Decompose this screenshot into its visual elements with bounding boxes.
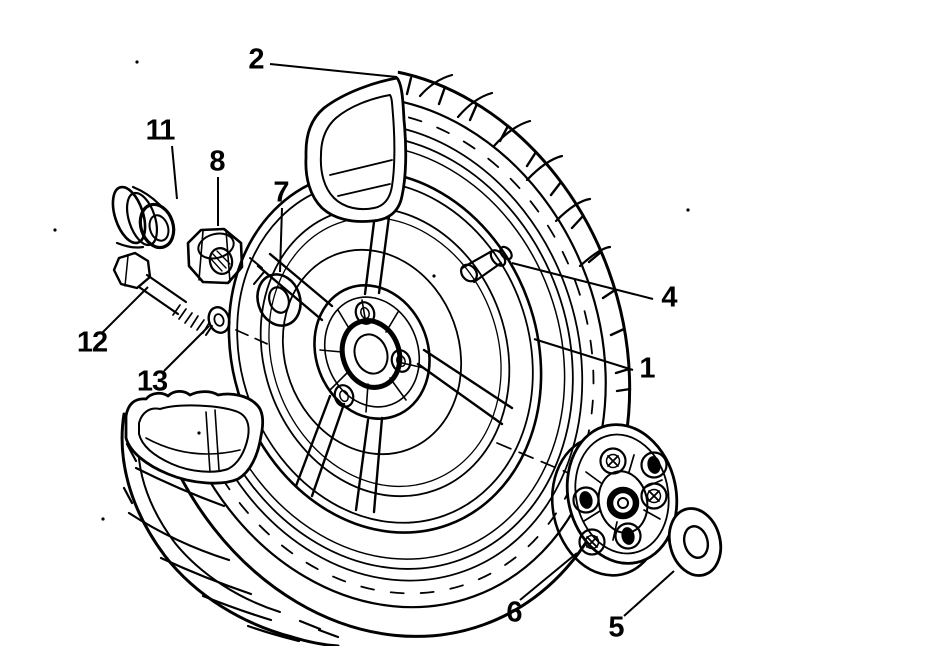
axle-center-line bbox=[235, 329, 273, 347]
leader-line-wheel-damper bbox=[519, 552, 578, 601]
bolt-threads bbox=[172, 304, 210, 334]
section-seen-through-rim bbox=[329, 159, 393, 197]
leader-line-washer-small bbox=[163, 325, 210, 372]
tire-lower-left-inner-edge bbox=[137, 427, 281, 613]
tread-grooves-upper bbox=[418, 73, 612, 268]
callout-side-collar: 11 bbox=[145, 114, 176, 147]
leader-line-valve-stem bbox=[511, 262, 654, 300]
tire-lower-left-edge bbox=[120, 412, 340, 646]
side-collar bbox=[111, 185, 176, 250]
callout-wheel-damper: 6 bbox=[506, 596, 522, 629]
hub-center-bore-inner bbox=[353, 333, 389, 375]
callout-washer-large: 7 bbox=[273, 176, 289, 209]
damper-holes bbox=[572, 451, 668, 550]
leader-line-washer-large bbox=[279, 207, 283, 273]
section-inner-wall bbox=[138, 404, 250, 473]
damper-center-bore bbox=[606, 486, 640, 520]
tire-section-lower bbox=[124, 389, 264, 485]
callout-valve-stem: 4 bbox=[661, 281, 677, 314]
leader-line-tire bbox=[269, 63, 398, 78]
callout-rear-wheel: 1 bbox=[639, 352, 655, 385]
leader-line-side-collar bbox=[171, 145, 178, 200]
washer-large bbox=[256, 273, 302, 327]
callout-tire: 2 bbox=[248, 43, 264, 76]
section-inner-wall bbox=[319, 94, 396, 211]
leader-line-rear-wheel bbox=[533, 338, 634, 371]
leader-lines bbox=[101, 63, 675, 617]
section-outline bbox=[124, 389, 264, 485]
callout-damper-washer: 5 bbox=[608, 611, 624, 644]
spokes bbox=[249, 183, 514, 514]
tire-section-upper bbox=[304, 76, 408, 223]
flange-bolt bbox=[112, 251, 213, 336]
section-seen-through-rim bbox=[145, 409, 241, 473]
hub bbox=[313, 283, 431, 421]
damper-screws bbox=[578, 447, 668, 556]
wheel-damper bbox=[550, 423, 679, 577]
hub-flange-inner bbox=[323, 296, 421, 408]
callout-washer-small: 13 bbox=[136, 365, 168, 398]
valve-stem bbox=[460, 245, 513, 284]
axle-center-line bbox=[496, 442, 579, 478]
print-speckles bbox=[53, 60, 690, 521]
damper-washer bbox=[667, 507, 723, 577]
hub-center-bore bbox=[339, 318, 403, 390]
washer-small bbox=[207, 306, 231, 334]
hub-flange bbox=[313, 283, 431, 421]
brake-drum bbox=[281, 248, 463, 456]
tread-grooves-lower bbox=[122, 442, 340, 643]
leader-line-flange-bolt bbox=[101, 286, 149, 334]
tread-tick-marks bbox=[405, 76, 632, 393]
callout-flange-bolt: 12 bbox=[76, 326, 108, 359]
leader-line-damper-washer bbox=[623, 570, 675, 617]
hub-bolt-holes bbox=[333, 301, 412, 408]
nut-thread-hatch bbox=[210, 250, 231, 272]
callout-axle-nut: 8 bbox=[209, 145, 225, 178]
rim-well-inner bbox=[268, 216, 502, 488]
axle-nut bbox=[186, 227, 244, 285]
